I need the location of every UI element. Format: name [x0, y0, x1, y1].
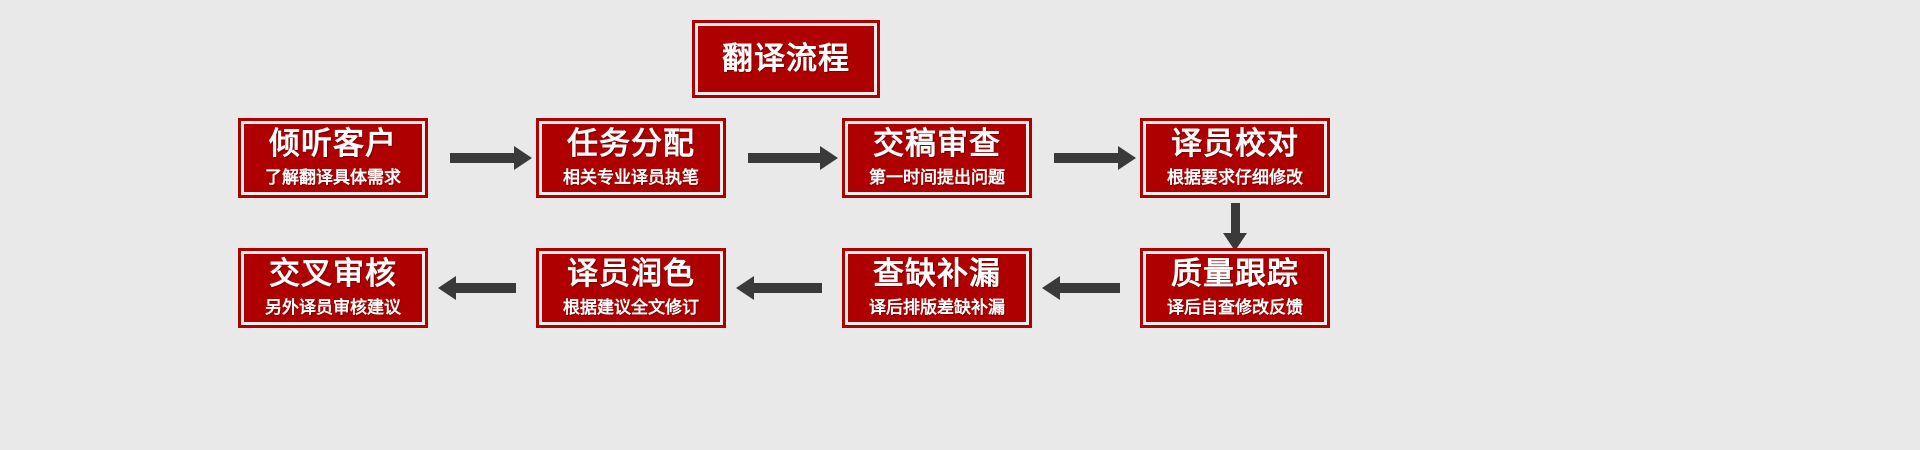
flowchart-heading-title: 翻译流程: [722, 40, 850, 77]
node-row2-2-subtitle: 根据建议全文修订: [563, 297, 699, 318]
node-row1-1-subtitle: 了解翻译具体需求: [265, 167, 401, 188]
flowchart-heading-box: 翻译流程: [692, 20, 880, 98]
node-row1-1: 倾听客户 了解翻译具体需求: [238, 118, 428, 198]
node-row2-3-subtitle: 译后排版差缺补漏: [869, 297, 1005, 318]
node-row1-4-title: 译员校对: [1171, 126, 1299, 163]
node-row1-2-title: 任务分配: [567, 126, 695, 163]
node-row2-1-title: 交叉审核: [269, 256, 397, 293]
node-row2-2: 译员润色 根据建议全文修订: [536, 248, 726, 328]
arrow-row1-2-to-3: [748, 146, 838, 170]
arrow-row1-1-to-2: [450, 146, 532, 170]
node-row1-2: 任务分配 相关专业译员执笔: [536, 118, 726, 198]
arrow-row2-3-to-2: [736, 276, 822, 300]
arrow-row1-4-to-row2-4: [1223, 203, 1247, 251]
node-row1-3: 交稿审查 第一时间提出问题: [842, 118, 1032, 198]
node-row2-3: 查缺补漏 译后排版差缺补漏: [842, 248, 1032, 328]
node-row2-3-title: 查缺补漏: [873, 256, 1001, 293]
arrow-row1-3-to-4: [1054, 146, 1136, 170]
node-row2-2-title: 译员润色: [567, 256, 695, 293]
node-row2-4-subtitle: 译后自查修改反馈: [1167, 297, 1303, 318]
arrow-row2-2-to-1: [438, 276, 516, 300]
node-row2-1: 交叉审核 另外译员审核建议: [238, 248, 428, 328]
node-row1-4-subtitle: 根据要求仔细修改: [1167, 167, 1303, 188]
arrow-row2-4-to-3: [1042, 276, 1120, 300]
node-row2-4: 质量跟踪 译后自查修改反馈: [1140, 248, 1330, 328]
node-row2-1-subtitle: 另外译员审核建议: [265, 297, 401, 318]
node-row1-3-subtitle: 第一时间提出问题: [869, 167, 1005, 188]
node-row1-3-title: 交稿审查: [873, 126, 1001, 163]
node-row1-4: 译员校对 根据要求仔细修改: [1140, 118, 1330, 198]
node-row1-2-subtitle: 相关专业译员执笔: [563, 167, 699, 188]
node-row1-1-title: 倾听客户: [269, 126, 397, 163]
node-row2-4-title: 质量跟踪: [1171, 256, 1299, 293]
